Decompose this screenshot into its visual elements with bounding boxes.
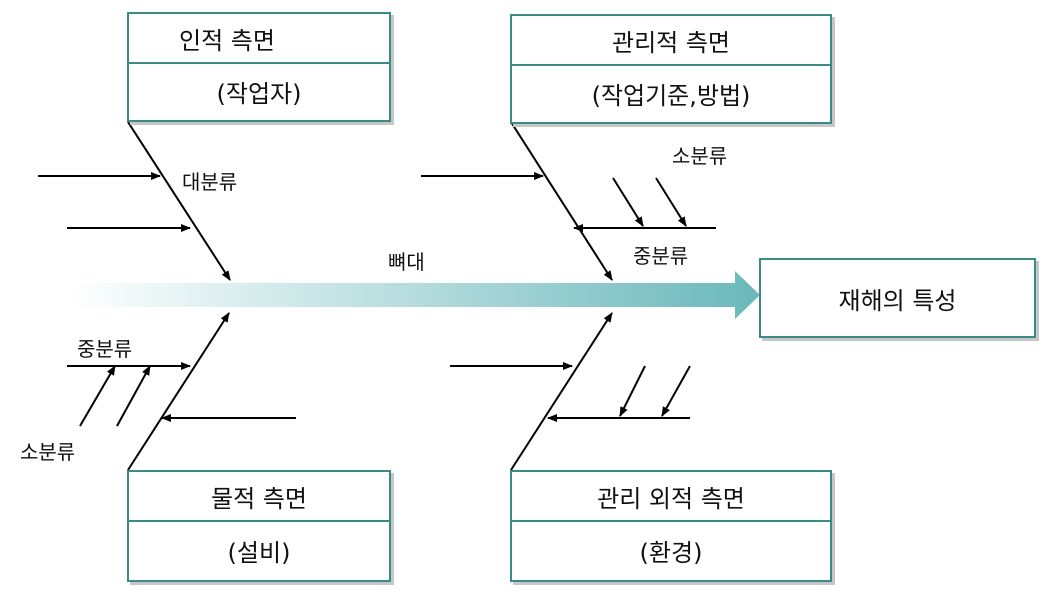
bone-management bbox=[510, 121, 613, 281]
arrow-material-minor-1 bbox=[79, 365, 116, 427]
label-spine: 뼈대 bbox=[388, 250, 425, 274]
bone-external bbox=[510, 312, 613, 471]
effect-box: 재해의 특성 bbox=[759, 258, 1036, 338]
bone-material bbox=[127, 312, 230, 471]
category-box-material: 물적 측면 (설비) bbox=[127, 470, 391, 582]
arrow-external-minor-2 bbox=[661, 365, 691, 417]
label-major: 대분류 bbox=[182, 170, 238, 194]
arrow-external-minor-1 bbox=[619, 365, 646, 417]
category-box-management: 관리적 측면 (작업기준,방법) bbox=[510, 14, 832, 124]
arrow-mgmt-minor-1 bbox=[612, 177, 644, 227]
category-box-external: 관리 외적 측면 (환경) bbox=[510, 470, 832, 582]
label-minor-left: 소분류 bbox=[20, 440, 76, 464]
category-subtitle: (작업자) bbox=[216, 79, 302, 108]
category-title: 관리 외적 측면 bbox=[512, 472, 830, 522]
bone-human bbox=[127, 121, 231, 281]
category-title: 물적 측면 bbox=[129, 472, 389, 522]
category-title: 관리적 측면 bbox=[512, 16, 830, 66]
label-middle-top: 중분류 bbox=[633, 244, 689, 268]
category-box-human: 인적 측면 (작업자) bbox=[127, 12, 391, 122]
arrow-mgmt-minor-2 bbox=[655, 177, 687, 227]
category-subtitle: (작업기준,방법) bbox=[591, 81, 751, 110]
category-subtitle: (설비) bbox=[227, 538, 291, 567]
spine-arrow bbox=[70, 271, 760, 319]
category-subtitle: (환경) bbox=[639, 538, 703, 567]
category-title: 인적 측면 bbox=[129, 14, 389, 64]
arrow-material-minor-2 bbox=[116, 365, 151, 427]
label-minor-top: 소분류 bbox=[672, 144, 728, 168]
label-middle-left: 중분류 bbox=[77, 337, 133, 361]
